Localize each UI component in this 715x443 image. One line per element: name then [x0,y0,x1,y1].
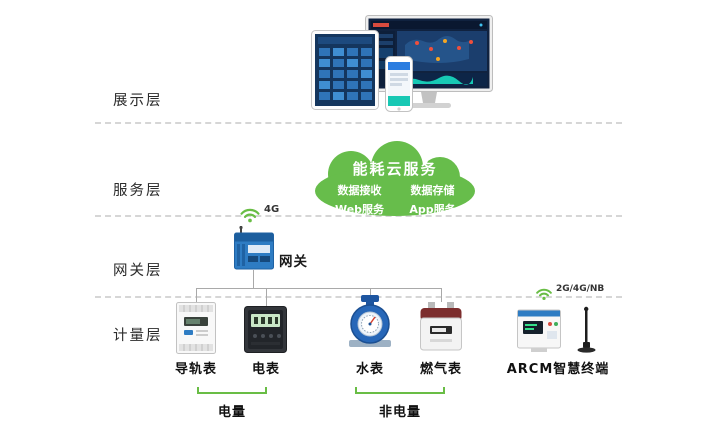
electric-meter-device [244,306,287,353]
cloud-item-web-service: Web服务 [334,203,385,216]
cloud-item-data-store: 数据存储 [410,184,455,197]
layer-label-service: 服务层 [113,183,163,199]
phone-device [385,56,413,112]
cloud-item-app-service: App服务 [409,203,456,216]
gateway-signal-label: 4G [264,204,280,215]
connector-drop-gas-meter [441,288,442,302]
gateway-label: 网关 [279,254,308,270]
label-electric-meter: 电表 [251,362,280,377]
layer-separator-2 [95,215,622,217]
monitor-device [365,15,495,115]
antenna-icon [574,306,600,354]
tablet-device [311,30,379,110]
bracket-electric-group [197,387,267,394]
label-din-rail-meter: 导轨表 [174,362,217,377]
cloud-service-items: 数据接收 数据存储 Web服务 App服务 [329,182,463,217]
cloud-item-data-receive: 数据接收 [337,184,382,197]
layer-separator-1 [95,122,622,124]
connector-bus [196,288,441,289]
arcm-device [517,307,561,352]
layer-label-display: 展示层 [113,93,163,109]
din-rail-meter-device [176,302,216,354]
bracket-non-electric-group [355,387,445,394]
label-water-meter: 水表 [355,362,384,377]
cloud-title: 能耗云服务 [352,160,438,178]
cloud-shape [315,141,475,216]
group-label-non-electric: 非电量 [378,405,421,420]
gas-meter-device [418,302,464,353]
layer-label-gateway: 网关层 [113,263,163,279]
water-meter-device [349,295,391,353]
gateway-device [234,226,274,270]
arcm-signal-label: 2G/4G/NB [556,284,605,294]
connector-drop-electric-meter [266,288,267,306]
connector-drop-water-meter [370,288,371,295]
group-label-electric: 电量 [217,405,246,420]
connector-drop-din-rail-meter [196,288,197,302]
layer-label-metering: 计量层 [113,328,163,344]
wifi-icon-arcm [535,286,553,301]
wifi-icon [239,205,261,224]
layer-separator-3 [95,296,622,298]
connector-gateway-down [253,270,254,288]
cloud-service: 能耗云服务 数据接收 数据存储 Web服务 App服务 [303,141,487,219]
label-gas-meter: 燃气表 [419,362,462,377]
label-arcm-terminal: ARCM智慧终端 [506,362,610,377]
